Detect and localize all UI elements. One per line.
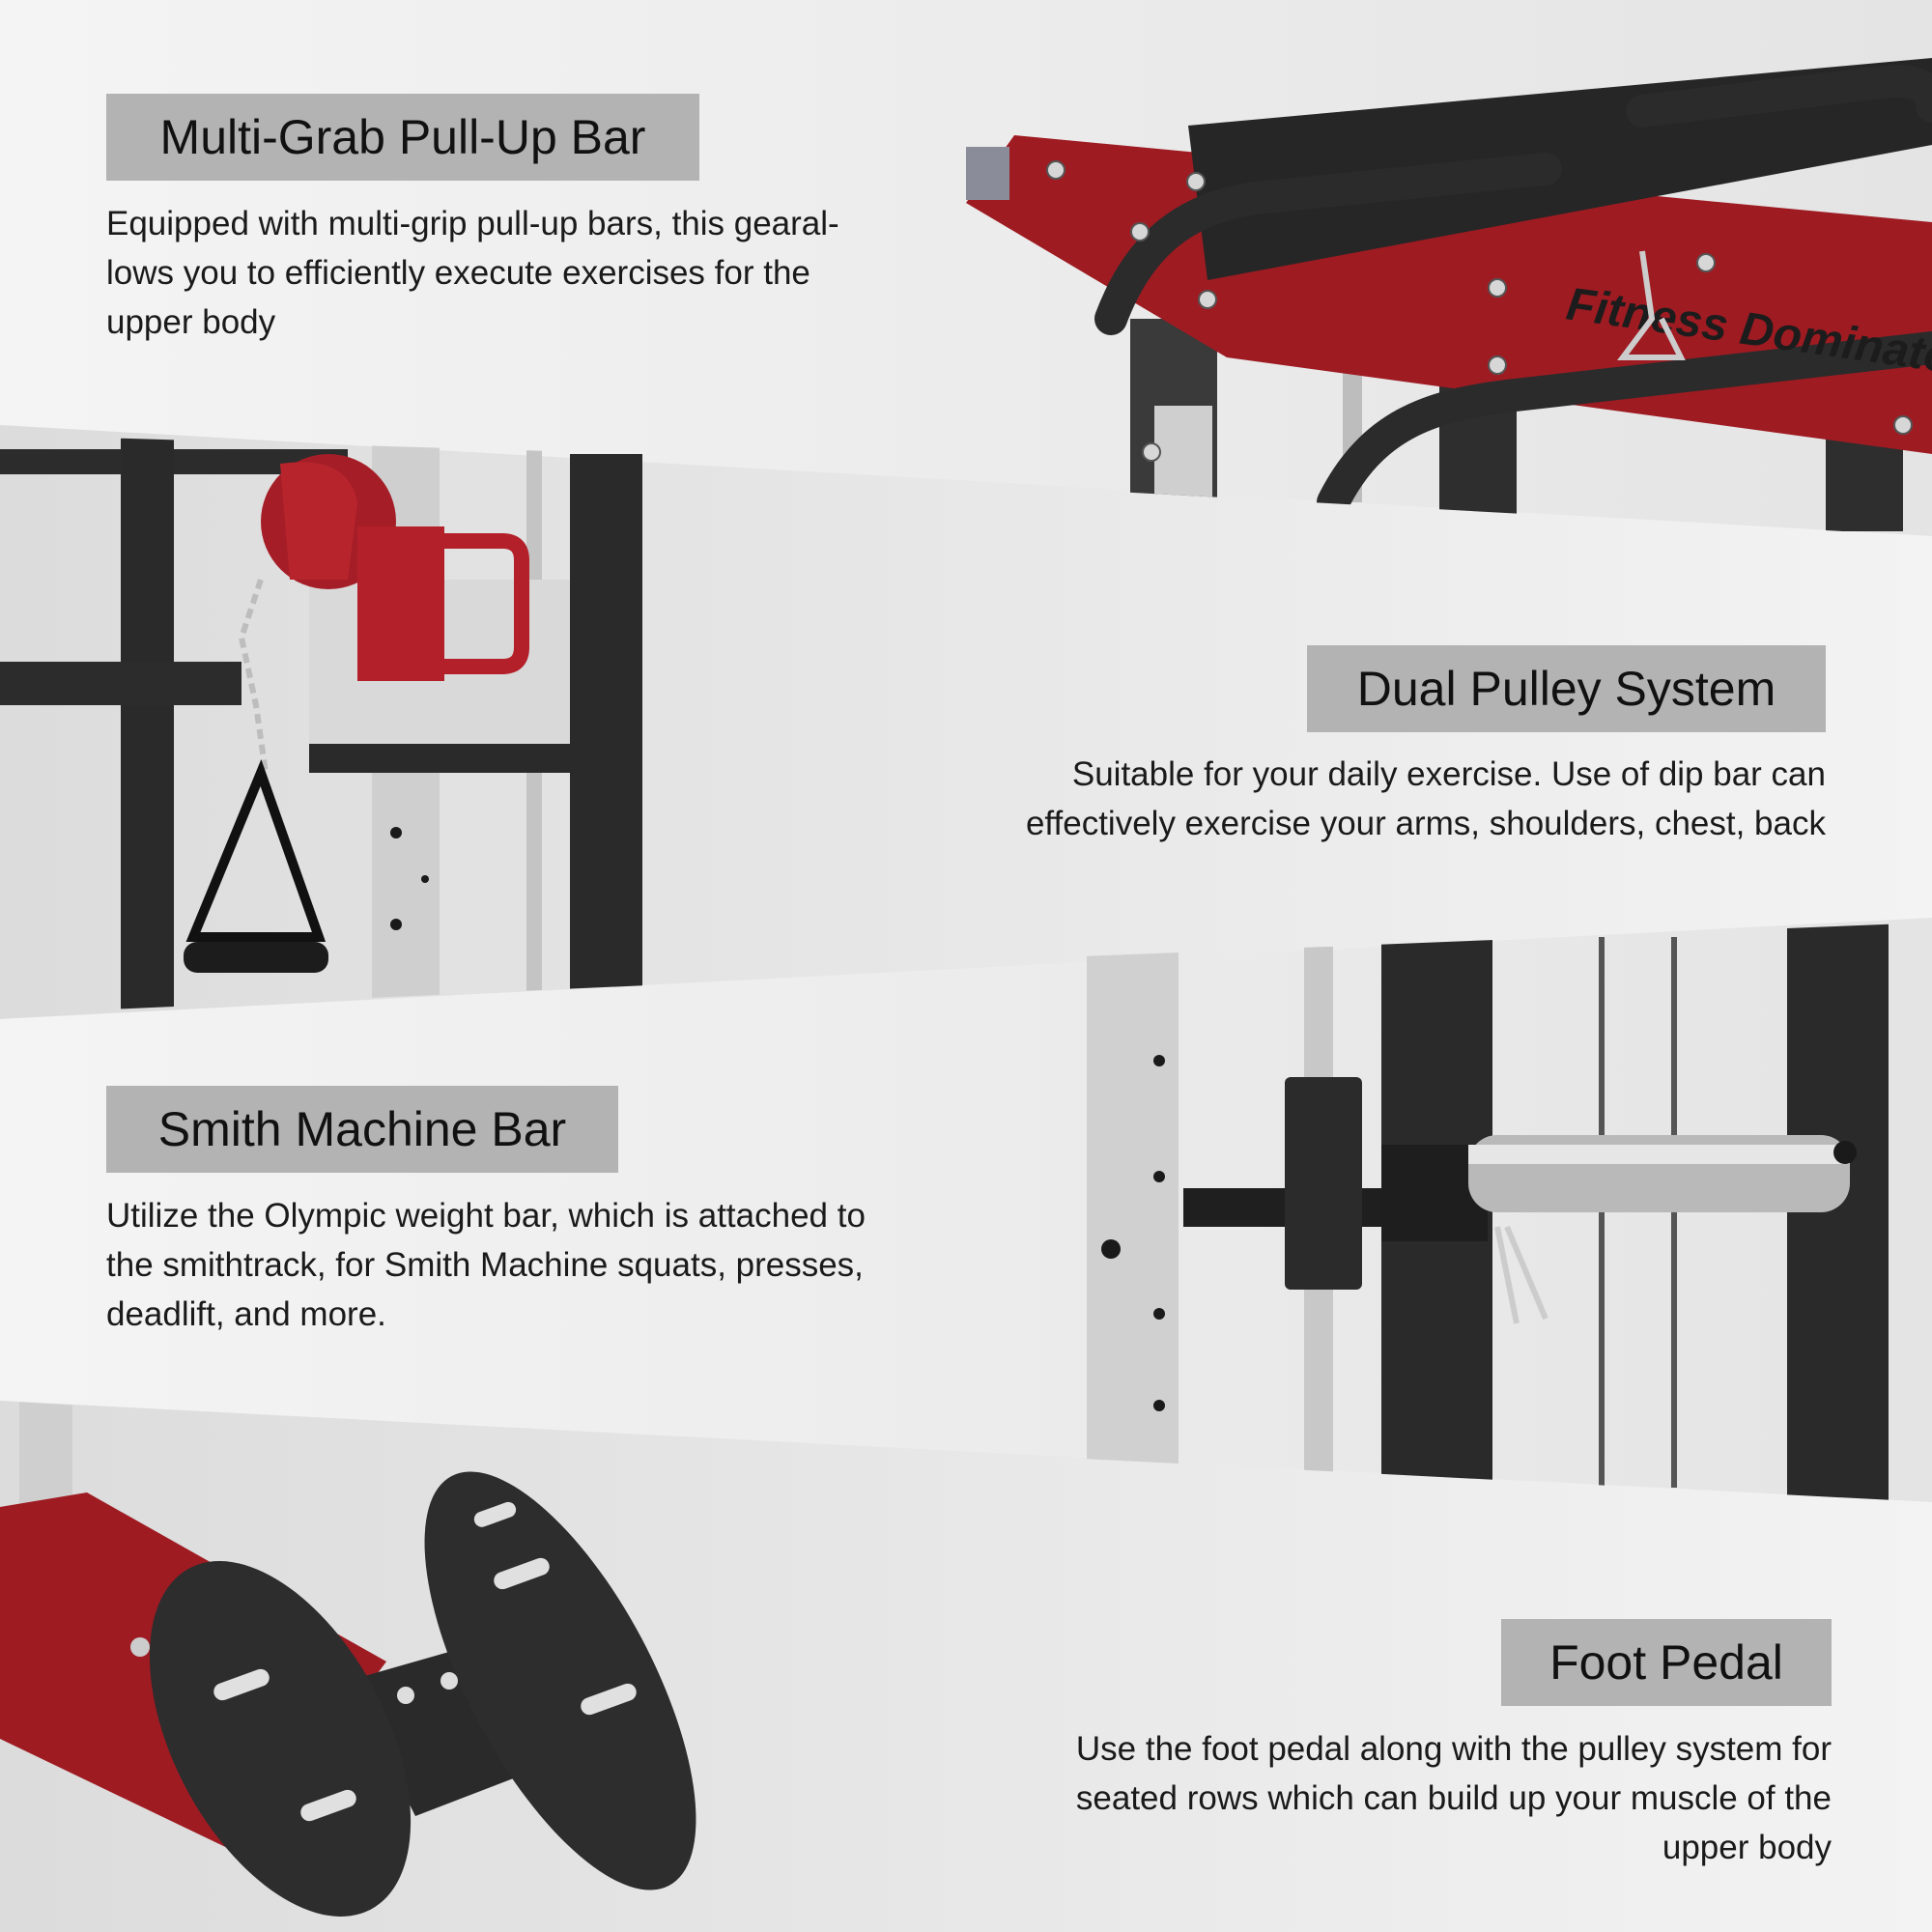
section-4-description: Use the foot pedal along with the pulley… <box>962 1724 1832 1872</box>
section-3-description: Utilize the Olympic weight bar, which is… <box>106 1191 976 1339</box>
section-4-line: Use the foot pedal along with the pulley… <box>1075 1730 1832 1768</box>
section-1-line: Equipped with multi-grip pull-up bars, t… <box>106 205 839 242</box>
section-1-line: lows you to efficiently execute exercise… <box>106 254 810 292</box>
grip-handle <box>1094 153 1562 335</box>
section-2-title: Dual Pulley System <box>1356 662 1776 716</box>
section-3-line: the smithtrack, for Smith Machine squats… <box>106 1246 864 1284</box>
section-2-line: effectively exercise your arms, shoulder… <box>1025 805 1826 842</box>
section-1-heading: Multi-Grab Pull-Up Bar <box>106 94 699 181</box>
chain <box>238 579 269 774</box>
section-4-title: Foot Pedal <box>1549 1635 1783 1690</box>
section-3-title: Smith Machine Bar <box>157 1102 567 1156</box>
cable-handle <box>185 758 327 942</box>
section-2-description: Suitable for your daily exercise. Use of… <box>956 750 1826 848</box>
section-2-heading: Dual Pulley System <box>1307 645 1826 732</box>
section-1-description: Equipped with multi-grip pull-up bars, t… <box>106 199 937 347</box>
bar-carriage <box>1285 1077 1362 1290</box>
section-4-heading: Foot Pedal <box>1501 1619 1832 1706</box>
section-1-line: upper body <box>106 303 276 341</box>
section-2-line: Suitable for your daily exercise. Use of… <box>1071 755 1826 793</box>
section-4-line: seated rows which can build up your musc… <box>1075 1779 1832 1817</box>
pedal-plate-right <box>424 1471 696 1890</box>
pedal-plate-left <box>149 1561 412 1917</box>
section-4-line: upper body <box>1662 1829 1832 1866</box>
section-3-heading: Smith Machine Bar <box>106 1086 618 1173</box>
section-1-title: Multi-Grab Pull-Up Bar <box>159 110 646 164</box>
section-3-line: Utilize the Olympic weight bar, which is… <box>106 1197 866 1235</box>
band-2 <box>0 425 1932 1019</box>
section-3-line: deadlift, and more. <box>106 1295 386 1333</box>
